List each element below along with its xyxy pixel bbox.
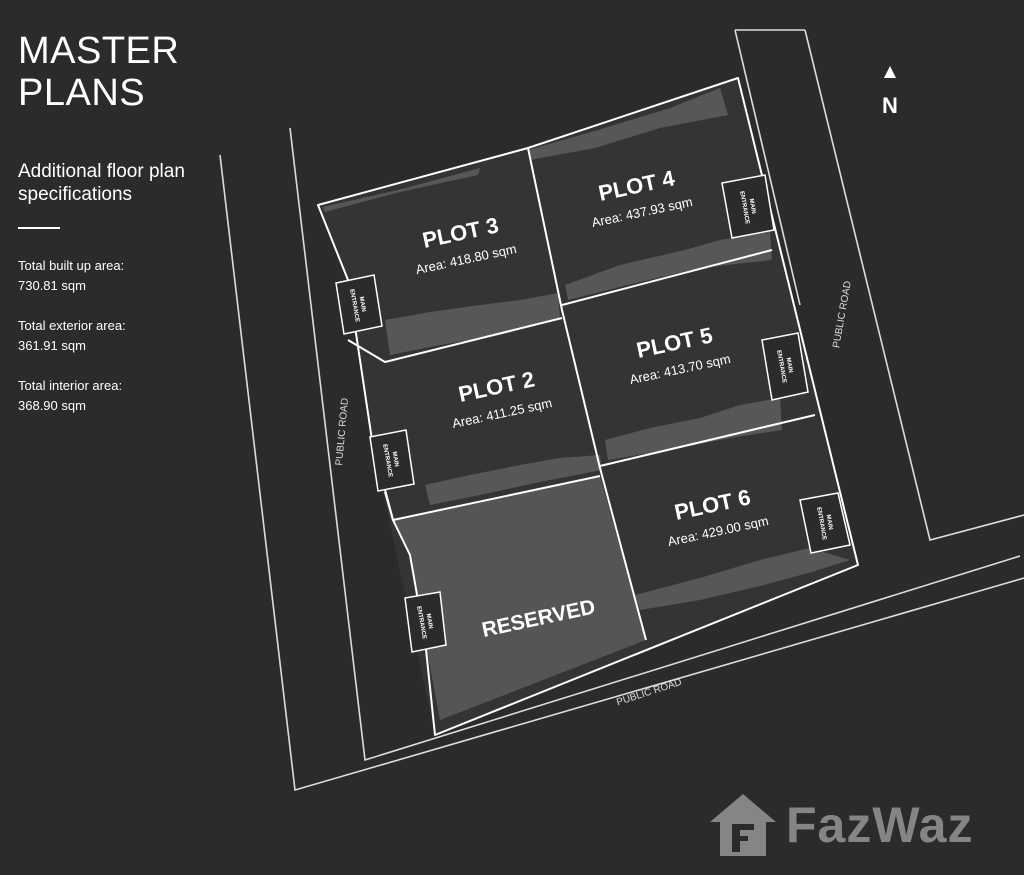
entrance-box-plot2 (369, 429, 415, 492)
entrance-label-plot3: MAINENTRANCE (348, 287, 368, 322)
watermark-text: FazWaz (786, 797, 974, 853)
north-indicator: N (882, 66, 898, 118)
road-label-south: PUBLIC ROAD (615, 677, 683, 708)
road-lines (219, 29, 1024, 792)
center-divider (527, 147, 647, 641)
subtitle: Additional floor plan specifications (18, 161, 185, 205)
plot-labels: PLOT 3 Area: 418.80 sqm PLOT 4 Area: 437… (414, 165, 770, 642)
entrance-box-plot6 (799, 492, 851, 554)
spec-label: Total exterior area: (18, 318, 126, 333)
entrance-label-plot4: MAINENTRANCE (738, 189, 758, 224)
title-line-2: PLANS (18, 72, 146, 114)
watermark: FazWaz (708, 790, 974, 860)
house-logo-icon (710, 794, 776, 856)
road-outer-edge (219, 154, 1024, 792)
north-arrow-icon (884, 66, 896, 78)
entrance-labels: MAINENTRANCE MAINENTRANCE MAINENTRANCE M… (348, 189, 835, 640)
spec-label: Total built up area: (18, 258, 125, 273)
building-shades (322, 88, 850, 610)
north-label: N (882, 93, 898, 118)
entrance-box-plot4 (721, 174, 775, 239)
road-edge-east-outer (804, 29, 1024, 541)
spec-label: Total interior area: (18, 378, 123, 393)
divider-plot2-reserved (384, 475, 601, 521)
entrance-box-plot3 (335, 274, 383, 335)
spec-exterior: Total exterior area: 361.91 sqm (18, 316, 126, 356)
title-line-1: MASTER (18, 30, 180, 72)
divider-plot5-plot6 (599, 414, 816, 467)
spec-value: 730.81 sqm (18, 278, 86, 293)
page-title: MASTER PLANS (18, 30, 179, 114)
road-label-east: PUBLIC ROAD (831, 280, 854, 349)
road-edge-east-inner (734, 29, 801, 306)
road-label-west: PUBLIC ROAD (334, 398, 351, 466)
spec-built-up: Total built up area: 730.81 sqm (18, 256, 124, 296)
entrance-label-reserved: MAINENTRANCE (415, 604, 435, 639)
spec-value: 368.90 sqm (18, 398, 86, 413)
entrance-label-plot6: MAINENTRANCE (815, 505, 835, 540)
entrance-label-plot2: MAINENTRANCE (381, 442, 401, 477)
entrance-box-plot5 (761, 332, 809, 401)
entrance-label-plot5: MAINENTRANCE (775, 348, 795, 383)
reserved-area (393, 476, 646, 720)
spec-interior: Total interior area: 368.90 sqm (18, 376, 122, 416)
spec-value: 361.91 sqm (18, 338, 86, 353)
divider (18, 227, 60, 229)
divider-plot4-plot5 (561, 249, 773, 306)
road-inner-edge-west (289, 127, 1021, 762)
entrance-boxes (335, 174, 851, 653)
entrance-box-reserved (404, 591, 447, 653)
divider-plot3-plot2 (347, 317, 563, 363)
